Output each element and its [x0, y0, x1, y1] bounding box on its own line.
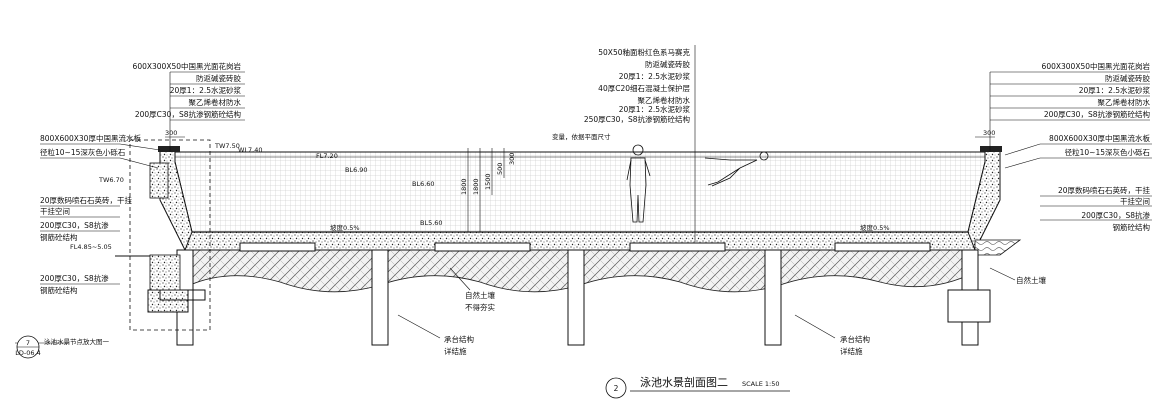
callout-number: 7 [26, 339, 30, 347]
dim-1: 1800 [460, 178, 468, 195]
detail-callout[interactable]: 7 LD-06.4 泳池水景节点放大图一 [15, 335, 110, 359]
label-top-right-1: 600X300X50中国黑光面花岗岩 [1042, 61, 1151, 71]
label-top-center-2: 防返碱瓷砖胶 [645, 59, 690, 69]
pile-note-2-line2: 详结施 [840, 346, 863, 356]
label-left-8: 钢筋砼结构 [40, 285, 78, 295]
level-fl-low: FL4.85~5.05 [70, 243, 112, 251]
level-bl3: BL5.60 [420, 219, 443, 227]
slope-left: 坡度0.5% [330, 223, 360, 232]
pile [567, 249, 585, 346]
callout-sheet: LD-06.4 [15, 349, 40, 357]
level-bl1: BL6.90 [345, 166, 368, 174]
label-top-center-1: 50X50釉面粉红色系马赛克 [598, 47, 690, 57]
label-left-3: 20厚数码喷石石英砖，干挂 [40, 195, 133, 205]
pile-note-1-line1: 承台结构 [444, 334, 474, 344]
level-tw: TW7.50 [214, 142, 240, 150]
detail-callout-box [129, 139, 211, 331]
dim-left-width: 300 [165, 129, 177, 137]
level-wl: WL7.40 [238, 146, 263, 154]
dim-2: 1800 [472, 178, 480, 195]
piles [147, 249, 991, 346]
water-body [174, 151, 986, 233]
pile-note-2-line1: 承台结构 [840, 334, 870, 344]
label-top-right-5: 200厚C30，S8抗渗钢筋砼结构 [1044, 109, 1151, 119]
dim-4: 500 [496, 163, 504, 175]
label-top-left-5: 200厚C30，S8抗渗钢筋砼结构 [135, 109, 242, 119]
label-right-soil: 自然土壤 [1016, 275, 1046, 285]
label-top-center-6: 20厚1：2.5水泥砂浆 [619, 104, 691, 114]
right-coping [980, 146, 1002, 152]
label-top-center-7: 250厚C30，S8抗渗钢筋砼结构 [584, 114, 691, 124]
label-left-4: 干挂空间 [40, 206, 70, 216]
floating-swimmer-figure [704, 151, 769, 187]
label-top-left-2: 防返碱瓷砖胶 [196, 73, 241, 83]
label-left-7: 200厚C30，S8抗渗 [40, 273, 109, 283]
pile-cap-right [947, 289, 991, 323]
soil-note: 自然土壤 [465, 290, 495, 300]
dim-3: 1500 [484, 173, 492, 190]
level-fl-near: FL7.20 [316, 152, 338, 160]
right-overflow [974, 239, 1022, 256]
slope-right: 坡度0.5% [860, 223, 890, 232]
pile-note-1-line2: 详结施 [444, 346, 467, 356]
label-top-right-4: 聚乙烯卷材防水 [1098, 97, 1151, 107]
level-tw-side: TW6.70 [98, 176, 124, 184]
left-coping [158, 146, 180, 152]
label-left-2: 径粒10~15深灰色小砾石 [40, 147, 126, 157]
label-left-1: 800X600X30厚中国黑流水板 [40, 133, 141, 143]
label-right-1: 800X600X30厚中国黑流水板 [1049, 133, 1150, 143]
title-name: 泳池水景剖面图二 [640, 375, 728, 389]
level-bl2: BL6.60 [412, 180, 435, 188]
callout-text: 泳池水景节点放大图一 [44, 337, 110, 346]
label-top-right-3: 20厚1：2.5水泥砂浆 [1079, 85, 1151, 95]
label-right-4: 干挂空间 [1120, 196, 1150, 206]
label-top-center-5: 聚乙烯卷材防水 [638, 95, 691, 105]
label-top-left-4: 聚乙烯卷材防水 [189, 97, 242, 107]
label-top-center-3: 20厚1：2.5水泥砂浆 [619, 71, 691, 81]
label-top-left-1: 600X300X50中国黑光面花岗岩 [133, 61, 242, 71]
drawing-title-block: 2 泳池水景剖面图二 SCALE 1:50 [605, 375, 790, 399]
pile-cap-left [147, 289, 189, 313]
title-scale: SCALE 1:50 [742, 380, 780, 388]
label-right-6: 钢筋砼结构 [1113, 222, 1151, 232]
left-step-detail [115, 139, 211, 331]
standing-swimmer-figure [626, 144, 651, 223]
label-right-5: 200厚C30，S8抗渗 [1081, 210, 1150, 220]
beam-pockets [239, 242, 931, 252]
dim-5: 300 [508, 153, 516, 165]
label-right-3: 20厚数码喷石石英砖，干挂 [1058, 185, 1151, 195]
label-right-2: 径粒10~15深灰色小砾石 [1065, 147, 1151, 157]
leader-lines [15, 71, 1152, 344]
pile [764, 249, 782, 346]
dim-center-note: 变量，依据平面尺寸 [552, 132, 611, 141]
label-top-center-4: 40厚C20细石混凝土保护层 [598, 83, 690, 93]
title-number: 2 [614, 384, 619, 393]
soil-compact-note: 不得夯实 [465, 302, 495, 312]
pool-structure [158, 146, 1022, 293]
label-top-left-3: 20厚1：2.5水泥砂浆 [170, 85, 242, 95]
label-left-6: 钢筋砼结构 [40, 232, 78, 242]
pile [371, 249, 389, 346]
dimension-lines [165, 45, 995, 242]
label-left-5: 200厚C30，S8抗渗 [40, 220, 109, 230]
label-top-right-2: 防返碱瓷砖胶 [1105, 73, 1150, 83]
dim-right-width: 300 [983, 129, 995, 137]
